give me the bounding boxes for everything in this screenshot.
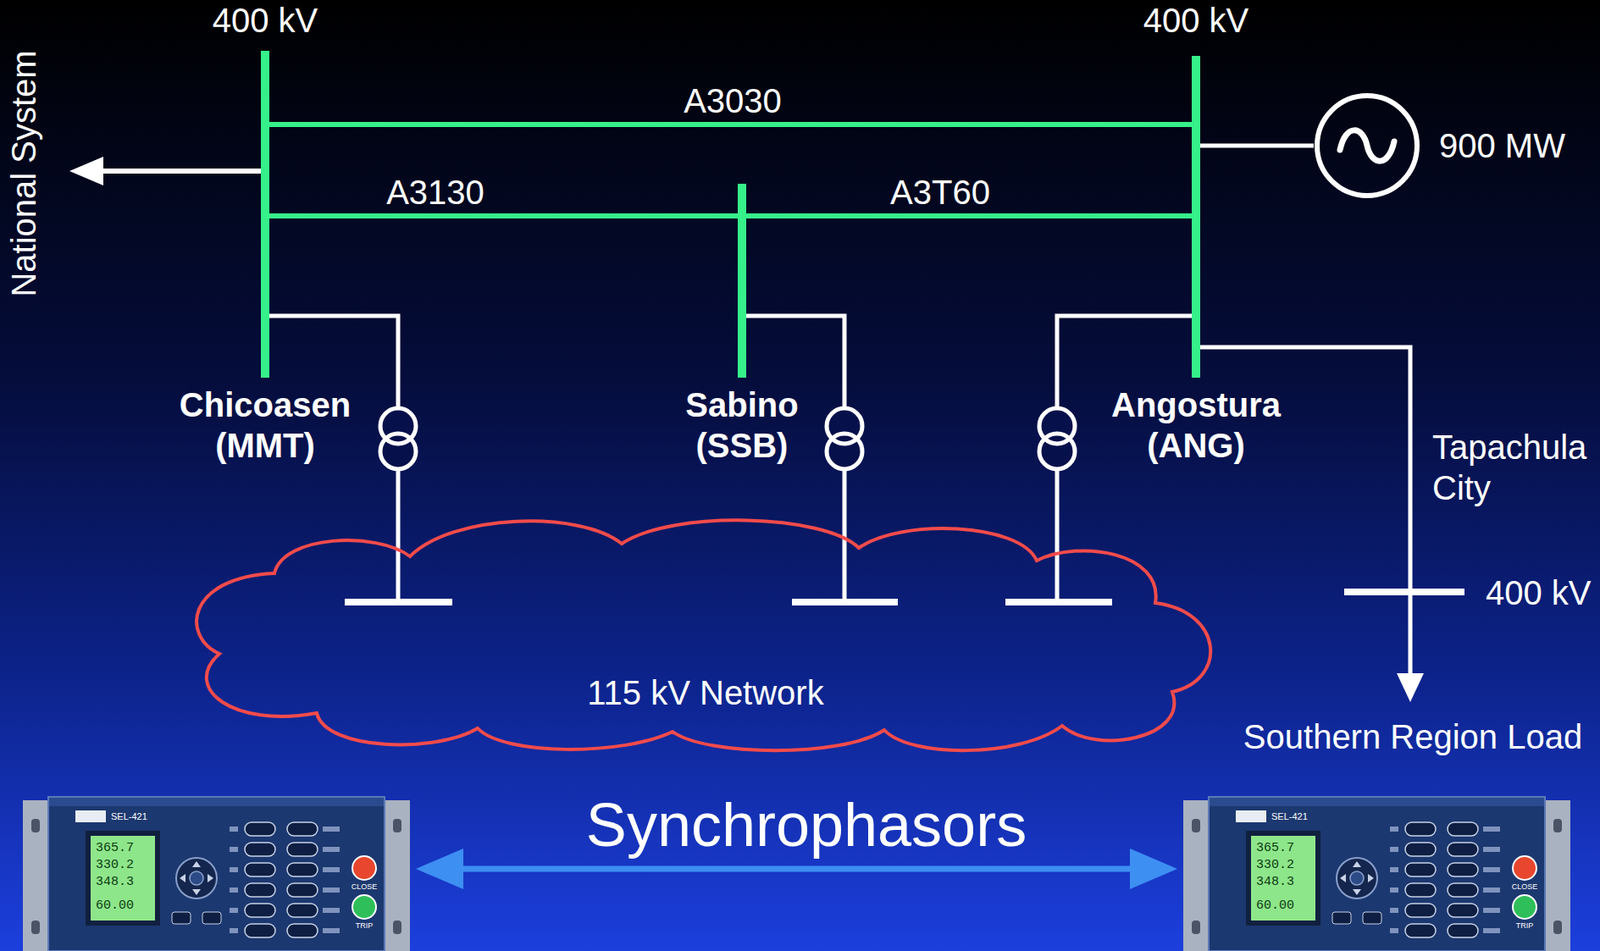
data-link (449, 866, 1144, 873)
transformer-symbol (826, 408, 863, 470)
logo-plate (1235, 810, 1267, 823)
network-name: 115 kV Network (586, 672, 824, 714)
trip-button (1512, 895, 1537, 920)
ac-symbol (1339, 130, 1395, 161)
arrowhead (1396, 673, 1424, 703)
transformer-symbol (1039, 408, 1075, 470)
bus-bar-400kv (1344, 588, 1465, 596)
voltage-label: 400 kV (212, 0, 319, 41)
relay-device: SEL-421 365.7330.2348.3 60.00 CLOSE TRIP (1183, 793, 1571, 951)
trip-button (352, 895, 377, 920)
arrowhead (69, 156, 104, 186)
bus-bar: Sabino (SSB) (737, 183, 747, 378)
nav-pad (176, 858, 217, 899)
voltage-label: 400 kV (1143, 0, 1250, 41)
transmission-line (269, 213, 738, 219)
line-name: A3130 (386, 171, 485, 213)
meter-reading: 330.2 (95, 858, 134, 874)
button-label: CLOSE (351, 882, 378, 892)
screen-bezel (85, 830, 161, 926)
generator-feed (1200, 143, 1314, 149)
lcd-screen (1251, 835, 1316, 921)
power-rating: 900 MW (1439, 125, 1566, 167)
screen-bezel (1245, 830, 1321, 926)
cloud-outline (196, 520, 1211, 751)
load-label: Southern Region Load (1243, 716, 1583, 758)
model-name: SEL-421 (1271, 810, 1308, 823)
transmission-line (746, 213, 1192, 219)
meter-reading: 330.2 (1256, 858, 1295, 874)
network-cloud-art (181, 509, 1230, 760)
lcd-screen (90, 835, 156, 921)
bus-bar: 400 kVChicoasen (MMT) (260, 50, 270, 378)
meter-reading: 365.7 (95, 841, 134, 857)
relay-device-art (1183, 793, 1571, 951)
station-name: Chicoasen (MMT) (179, 384, 351, 466)
rack-ear (22, 800, 49, 951)
relay-panel (1208, 797, 1545, 951)
meter-reading: 348.3 (1256, 874, 1295, 891)
generator-symbol: 900 MW (1313, 92, 1421, 200)
system-label: National System (3, 49, 45, 297)
close-button (1512, 856, 1537, 881)
voltage-label: 400 kV (1485, 572, 1592, 614)
line-name: A3030 (683, 80, 782, 122)
generator-symbol-art (1313, 92, 1421, 200)
export-line (99, 168, 261, 174)
station-name: Sabino (SSB) (685, 384, 798, 466)
generator-circle (1317, 95, 1418, 196)
rack-ear (384, 800, 410, 951)
station-name: Angostura (ANG) (1111, 384, 1281, 466)
transformer-symbol (380, 408, 416, 470)
nav-pad (1336, 858, 1378, 899)
network-cloud: 115 kV Network (181, 509, 1230, 760)
city-label: Tapachula City (1432, 426, 1587, 509)
button-label: CLOSE (1511, 882, 1539, 892)
button-label: TRIP (1516, 921, 1534, 931)
relay-panel (48, 797, 385, 951)
bus-bar: 400 kVAngostura (ANG) (1191, 55, 1201, 378)
logo-plate (75, 810, 106, 823)
model-name: SEL-421 (110, 810, 148, 823)
link-label: Synchrophasors (586, 794, 1027, 856)
rack-ear (1183, 800, 1209, 951)
meter-reading: 365.7 (1256, 841, 1295, 857)
rack-ear (1544, 800, 1571, 951)
transmission-line (269, 121, 1192, 128)
meter-reading: 60.00 (95, 898, 134, 914)
relay-device: SEL-421 365.7330.2348.3 60.00 CLOSE TRIP (22, 793, 410, 951)
button-label: TRIP (355, 921, 374, 931)
meter-reading: 60.00 (1256, 898, 1295, 914)
meter-reading: 348.3 (95, 874, 134, 891)
relay-device-art (22, 793, 410, 951)
bus-bar-115kv (344, 598, 1113, 606)
line-name: A3T60 (890, 171, 991, 213)
close-button (352, 856, 377, 881)
